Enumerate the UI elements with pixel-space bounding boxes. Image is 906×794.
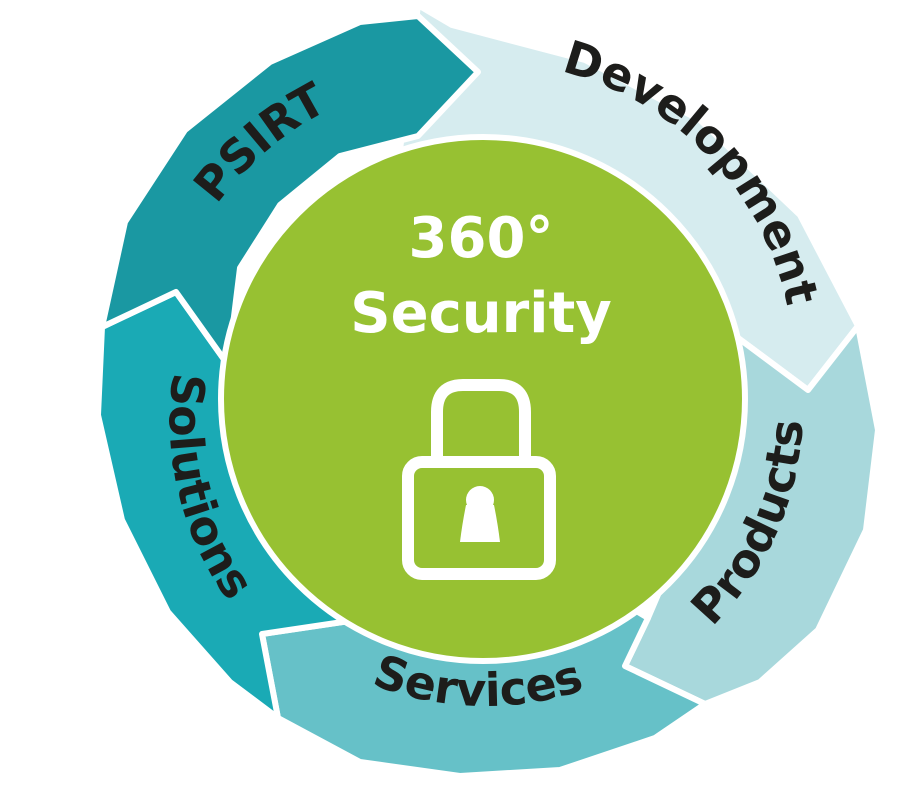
center-title-line2: Security (350, 281, 611, 346)
padlock-icon (402, 379, 556, 580)
center-circle (218, 134, 748, 664)
center-title-line1: 360° (409, 206, 554, 271)
